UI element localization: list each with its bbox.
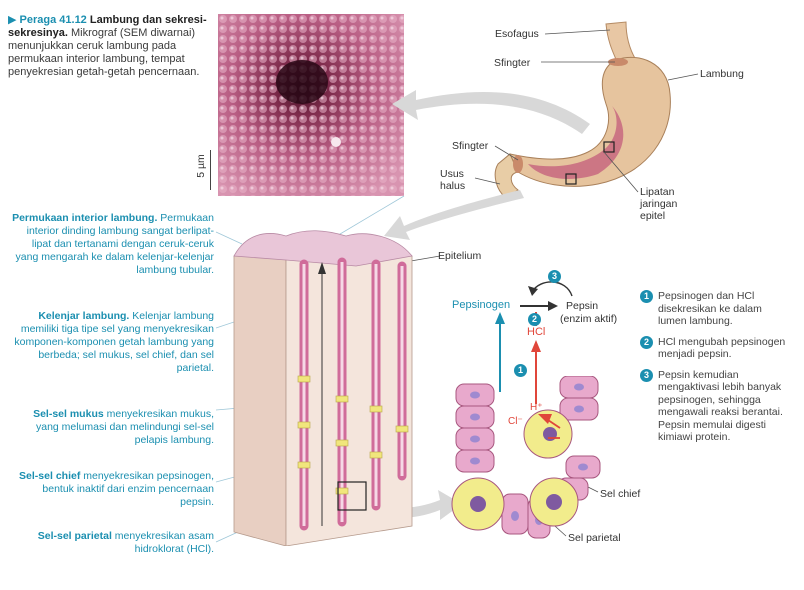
step-3-badge: 3 <box>640 368 653 382</box>
label-lambung: Lambung <box>700 68 744 80</box>
label-lipatan: Lipatan jaringan epitel <box>640 186 678 222</box>
step-2-badge: 2 <box>640 335 653 349</box>
note-mukus-text: menyekresikan mukus, yang melumasi dan m… <box>35 408 214 446</box>
note-parietal-heading: Sel-sel parietal <box>37 530 112 542</box>
gastric-gland-block <box>226 226 436 547</box>
step-2: 2 HCl mengubah pepsinogen menjadi pepsin… <box>640 335 790 361</box>
label-cl-minus: Cl⁻ <box>508 416 523 427</box>
stomach-illustration <box>488 14 688 214</box>
note-parietal: Sel-sel parietal menyekresikan asam hidr… <box>10 530 214 556</box>
step-1-text: Pepsinogen dan HCl disekresikan ke dalam… <box>658 290 762 327</box>
step-3-text: Pepsin kemudian mengaktivasi lebih banya… <box>658 368 783 444</box>
step-badge-3: 3 <box>548 270 561 283</box>
note-chief-text: menyekresikan pepsinogen, bentuk inaktif… <box>42 470 214 508</box>
label-pepsin-note: (enzim aktif) <box>560 313 618 325</box>
step-list: 1 Pepsinogen dan HCl disekresikan ke dal… <box>640 290 790 444</box>
label-sfingter-bottom: Sfingter <box>452 140 489 152</box>
note-chief-heading: Sel-sel chief <box>19 470 81 482</box>
note-permukaan-text: Permukaan interior dinding lambung sanga… <box>15 212 214 276</box>
step-2-text: HCl mengubah pepsinogen menjadi pepsin. <box>658 335 786 361</box>
step-1-badge: 1 <box>640 290 653 303</box>
note-kelenjar: Kelenjar lambung. Kelenjar lambung memil… <box>10 310 214 375</box>
figure-id: Peraga 41.12 <box>19 14 87 26</box>
note-permukaan: Permukaan interior lambung. Permukaan in… <box>10 212 214 277</box>
label-sfingter-top: Sfingter <box>494 57 531 69</box>
label-epitelium: Epitelium <box>438 250 482 262</box>
label-usus-halus: Usus halus <box>440 168 466 192</box>
note-parietal-text: menyekresikan asam hidroklorat (HCl). <box>114 530 214 555</box>
sem-micrograph <box>218 14 404 196</box>
note-mukus: Sel-sel mukus menyekresikan mukus, yang … <box>10 408 214 447</box>
caption-title: Lambung dan sekresi-sekresinya. <box>8 14 207 39</box>
note-kelenjar-heading: Kelenjar lambung. <box>38 310 130 322</box>
step-badge-1: 1 <box>514 364 527 377</box>
label-pepsinogen: Pepsinogen <box>452 299 511 311</box>
scale-bar <box>196 150 211 190</box>
note-kelenjar-text: Kelenjar lambung memiliki tiga tipe sel … <box>14 310 214 374</box>
step-3: 3 Pepsin kemudian mengaktivasi lebih ban… <box>640 368 790 444</box>
step-1: 1 Pepsinogen dan HCl disekresikan ke dal… <box>640 290 790 328</box>
figure-caption: ▶ Peraga 41.12 Lambung dan sekresi-sekre… <box>8 14 208 79</box>
caption-body: Mikrograf (SEM diwarnai) menunjukkan cer… <box>8 27 200 78</box>
label-sel-parietal: Sel parietal <box>568 532 621 544</box>
note-mukus-heading: Sel-sel mukus <box>33 408 104 420</box>
label-pepsin: Pepsin <box>566 300 599 312</box>
note-chief: Sel-sel chief menyekresikan pepsinogen, … <box>10 470 214 509</box>
label-sel-chief: Sel chief <box>600 488 641 500</box>
caption-marker-icon: ▶ <box>8 14 17 26</box>
note-permukaan-heading: Permukaan interior lambung. <box>12 212 158 224</box>
step-badge-2: 2 <box>528 313 541 326</box>
label-hcl: HCl <box>527 326 546 338</box>
label-h-plus: H⁺ <box>530 402 543 413</box>
label-esofagus: Esofagus <box>495 28 539 40</box>
gland-cells-closeup <box>448 375 608 548</box>
